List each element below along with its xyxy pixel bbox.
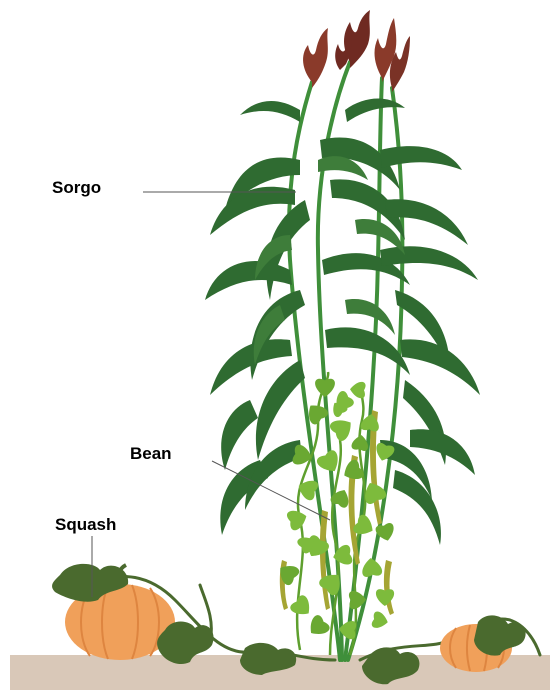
bean-leaf [361,557,383,578]
bean-leaf [328,414,357,443]
sorghum-tassels [303,10,410,92]
bean-leaf [349,381,365,399]
bean-leaf [371,611,390,631]
bean-leaf [304,613,331,640]
bean-leaf [274,560,300,587]
label-sorgo: Sorgo [52,178,101,198]
label-squash: Squash [55,515,116,535]
bean-leaf [315,379,335,397]
label-bean: Bean [130,444,172,464]
bean-leaf [289,593,316,620]
